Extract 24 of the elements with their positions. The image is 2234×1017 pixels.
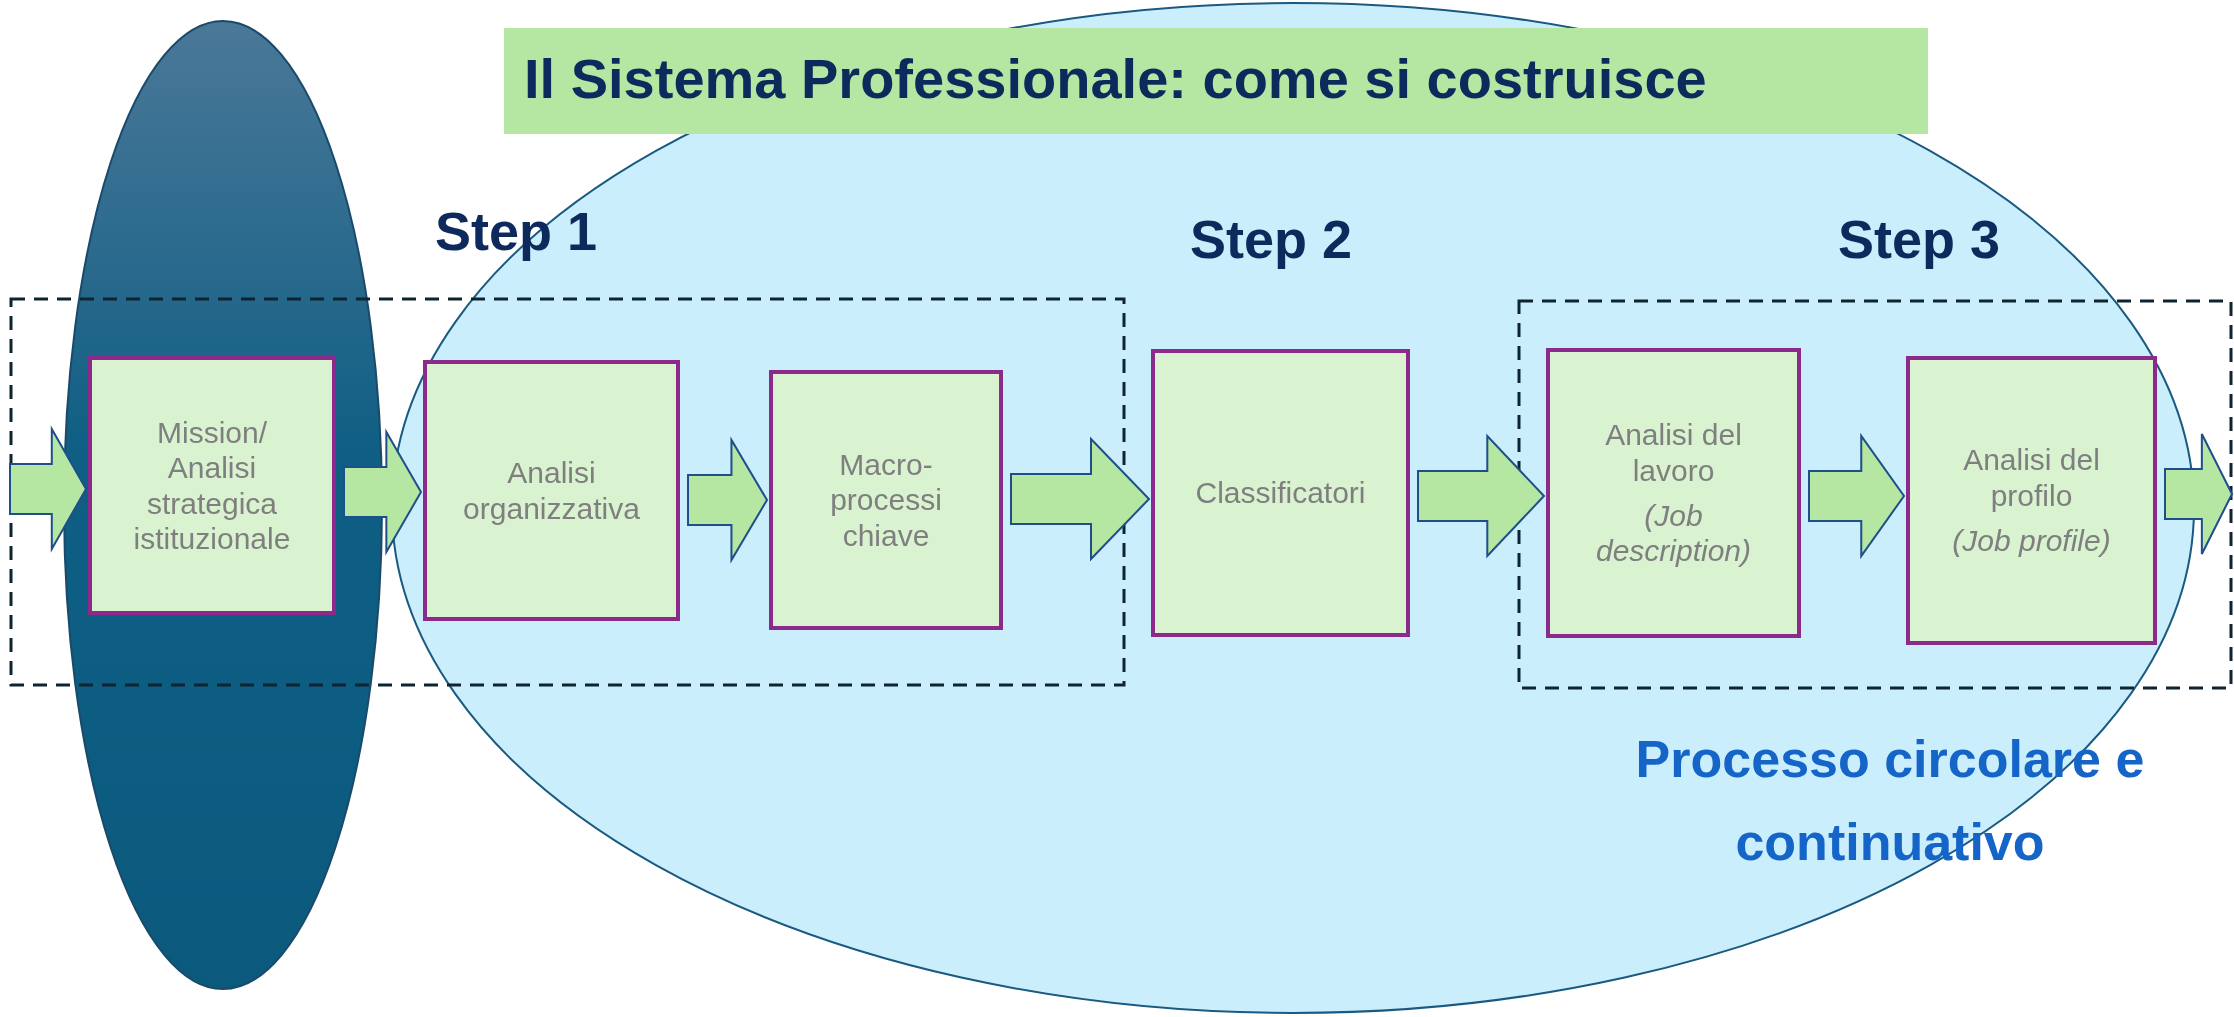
process-box bbox=[88, 356, 336, 615]
process-box bbox=[1151, 349, 1410, 637]
box-title: Classificatori bbox=[1195, 475, 1366, 511]
step-heading: Step 2 bbox=[1190, 208, 1353, 270]
box-title: Analisi del lavoro bbox=[1604, 417, 1743, 488]
box-title: Analisi organizzativa bbox=[462, 455, 641, 526]
block-arrow bbox=[9, 425, 88, 553]
block-arrow bbox=[1010, 436, 1151, 562]
box-subtitle: (Job profile) bbox=[1952, 523, 2111, 559]
process-box bbox=[769, 370, 1003, 630]
block-arrow bbox=[1808, 432, 1906, 560]
block-arrow bbox=[687, 436, 769, 564]
box-subtitle: (Job description) bbox=[1594, 498, 1753, 569]
step-heading: Step 3 bbox=[1838, 208, 2001, 270]
block-arrow bbox=[2164, 433, 2234, 555]
process-box bbox=[1906, 356, 2157, 645]
block-arrow bbox=[343, 428, 423, 556]
process-box bbox=[1546, 348, 1801, 638]
title-text: Il Sistema Professionale: come si costruisce bbox=[524, 46, 1707, 111]
block-arrow bbox=[1417, 433, 1546, 559]
process-box bbox=[423, 360, 680, 621]
box-title: Mission/ Analisi strategica istituzionale bbox=[132, 414, 292, 557]
box-title: Analisi del profilo bbox=[1962, 442, 2101, 514]
box-title: Macro-processi chiave bbox=[829, 446, 943, 554]
